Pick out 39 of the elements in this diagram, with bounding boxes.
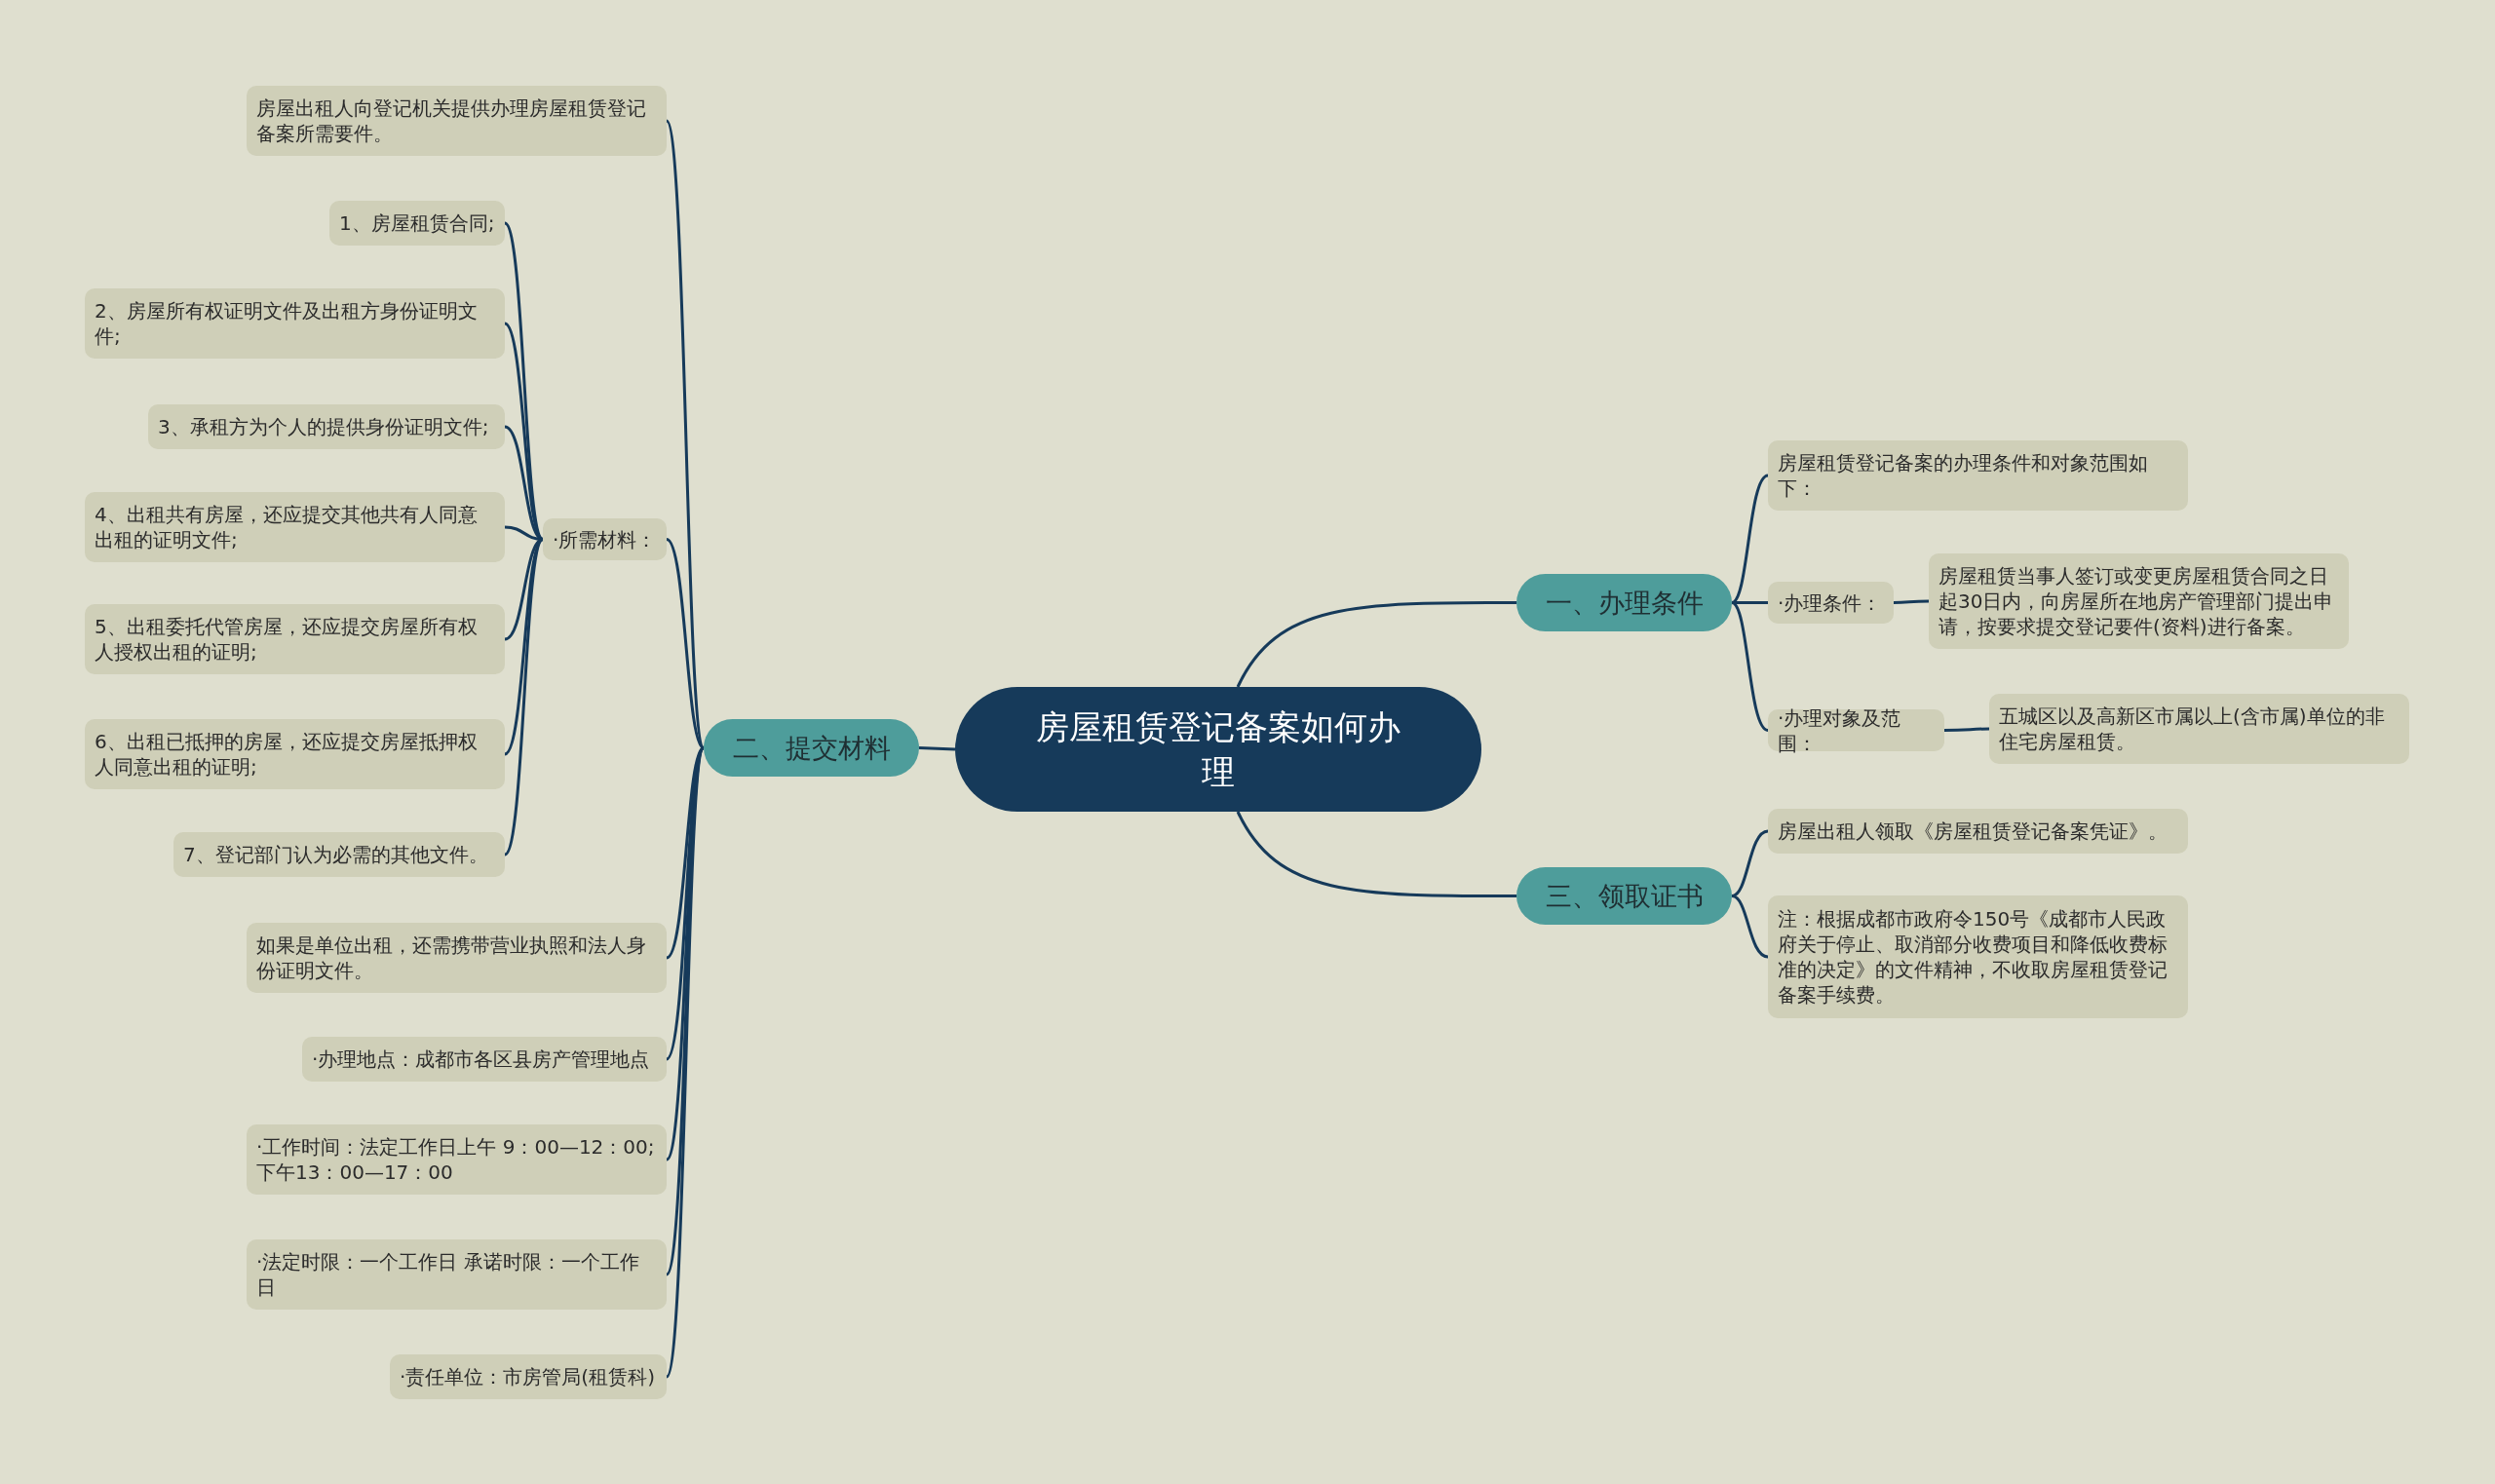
text-box: 五城区以及高新区市属以上(含市属)单位的非住宅房屋租赁。: [1989, 694, 2409, 764]
text-box: 注：根据成都市政府令150号《成都市人民政府关于停止、取消部分收费项目和降低收费标准的决定》的文件精神，不收取房屋租赁登记备案手续费。: [1768, 895, 2188, 1018]
text-box: 如果是单位出租，还需携带营业执照和法人身份证明文件。: [247, 923, 667, 993]
connector: [503, 538, 545, 756]
text-box: 房屋租赁当事人签订或变更房屋租赁合同之日起30日内，向房屋所在地房产管理部门提出申请，按要求提交登记要件(资料)进行备案。: [1929, 553, 2349, 649]
text-box: ·所需材料：: [543, 518, 667, 560]
connector: [1731, 829, 1769, 897]
connector: [1731, 474, 1769, 604]
text-box: 7、登记部门认为必需的其他文件。: [173, 832, 505, 877]
connector: [1894, 599, 1929, 604]
text-box: 房屋出租人领取《房屋租赁登记备案凭证》。: [1768, 809, 2188, 854]
text-box: 房屋出租人向登记机关提供办理房屋租赁登记备案所需要件。: [247, 86, 667, 156]
connector: [1732, 601, 1768, 604]
connector: [665, 747, 706, 1378]
connector: [1236, 811, 1516, 897]
text-box: 1、房屋租赁合同;: [329, 201, 505, 246]
connector: [503, 538, 545, 856]
text-box: 6、出租已抵押的房屋，还应提交房屋抵押权人同意出租的证明;: [85, 719, 505, 789]
text-box: 4、出租共有房屋，还应提交其他共有人同意出租的证明文件;: [85, 492, 505, 562]
connector: [918, 746, 956, 751]
text-box: 2、房屋所有权证明文件及出租方身份证明文件;: [85, 288, 505, 359]
connector: [1731, 601, 1769, 732]
branch-topic: 二、提交材料: [704, 719, 919, 777]
branch-topic: 三、领取证书: [1516, 867, 1732, 925]
text-box: ·法定时限：一个工作日 承诺时限：一个工作日: [247, 1239, 667, 1310]
text-box: ·办理地点：成都市各区县房产管理地点: [302, 1037, 667, 1082]
connector: [1944, 727, 1989, 732]
text-box: 房屋租赁登记备案的办理条件和对象范围如下：: [1768, 440, 2188, 511]
text-box: ·工作时间：法定工作日上午 9：00—12：00; 下午13：00—17：00: [247, 1124, 667, 1195]
text-box: ·办理条件：: [1768, 582, 1894, 624]
central-topic: 房屋租赁登记备案如何办理: [955, 687, 1481, 812]
text-box: ·办理对象及范围：: [1768, 709, 1944, 751]
text-box: ·责任单位：市房管局(租赁科): [390, 1354, 667, 1399]
text-box: 3、承租方为个人的提供身份证明文件;: [148, 404, 505, 449]
branch-topic: 一、办理条件: [1516, 574, 1732, 631]
connector: [1236, 601, 1516, 688]
connector: [1731, 894, 1769, 959]
text-box: 5、出租委托代管房屋，还应提交房屋所有权人授权出租的证明;: [85, 604, 505, 674]
connector: [665, 120, 706, 748]
